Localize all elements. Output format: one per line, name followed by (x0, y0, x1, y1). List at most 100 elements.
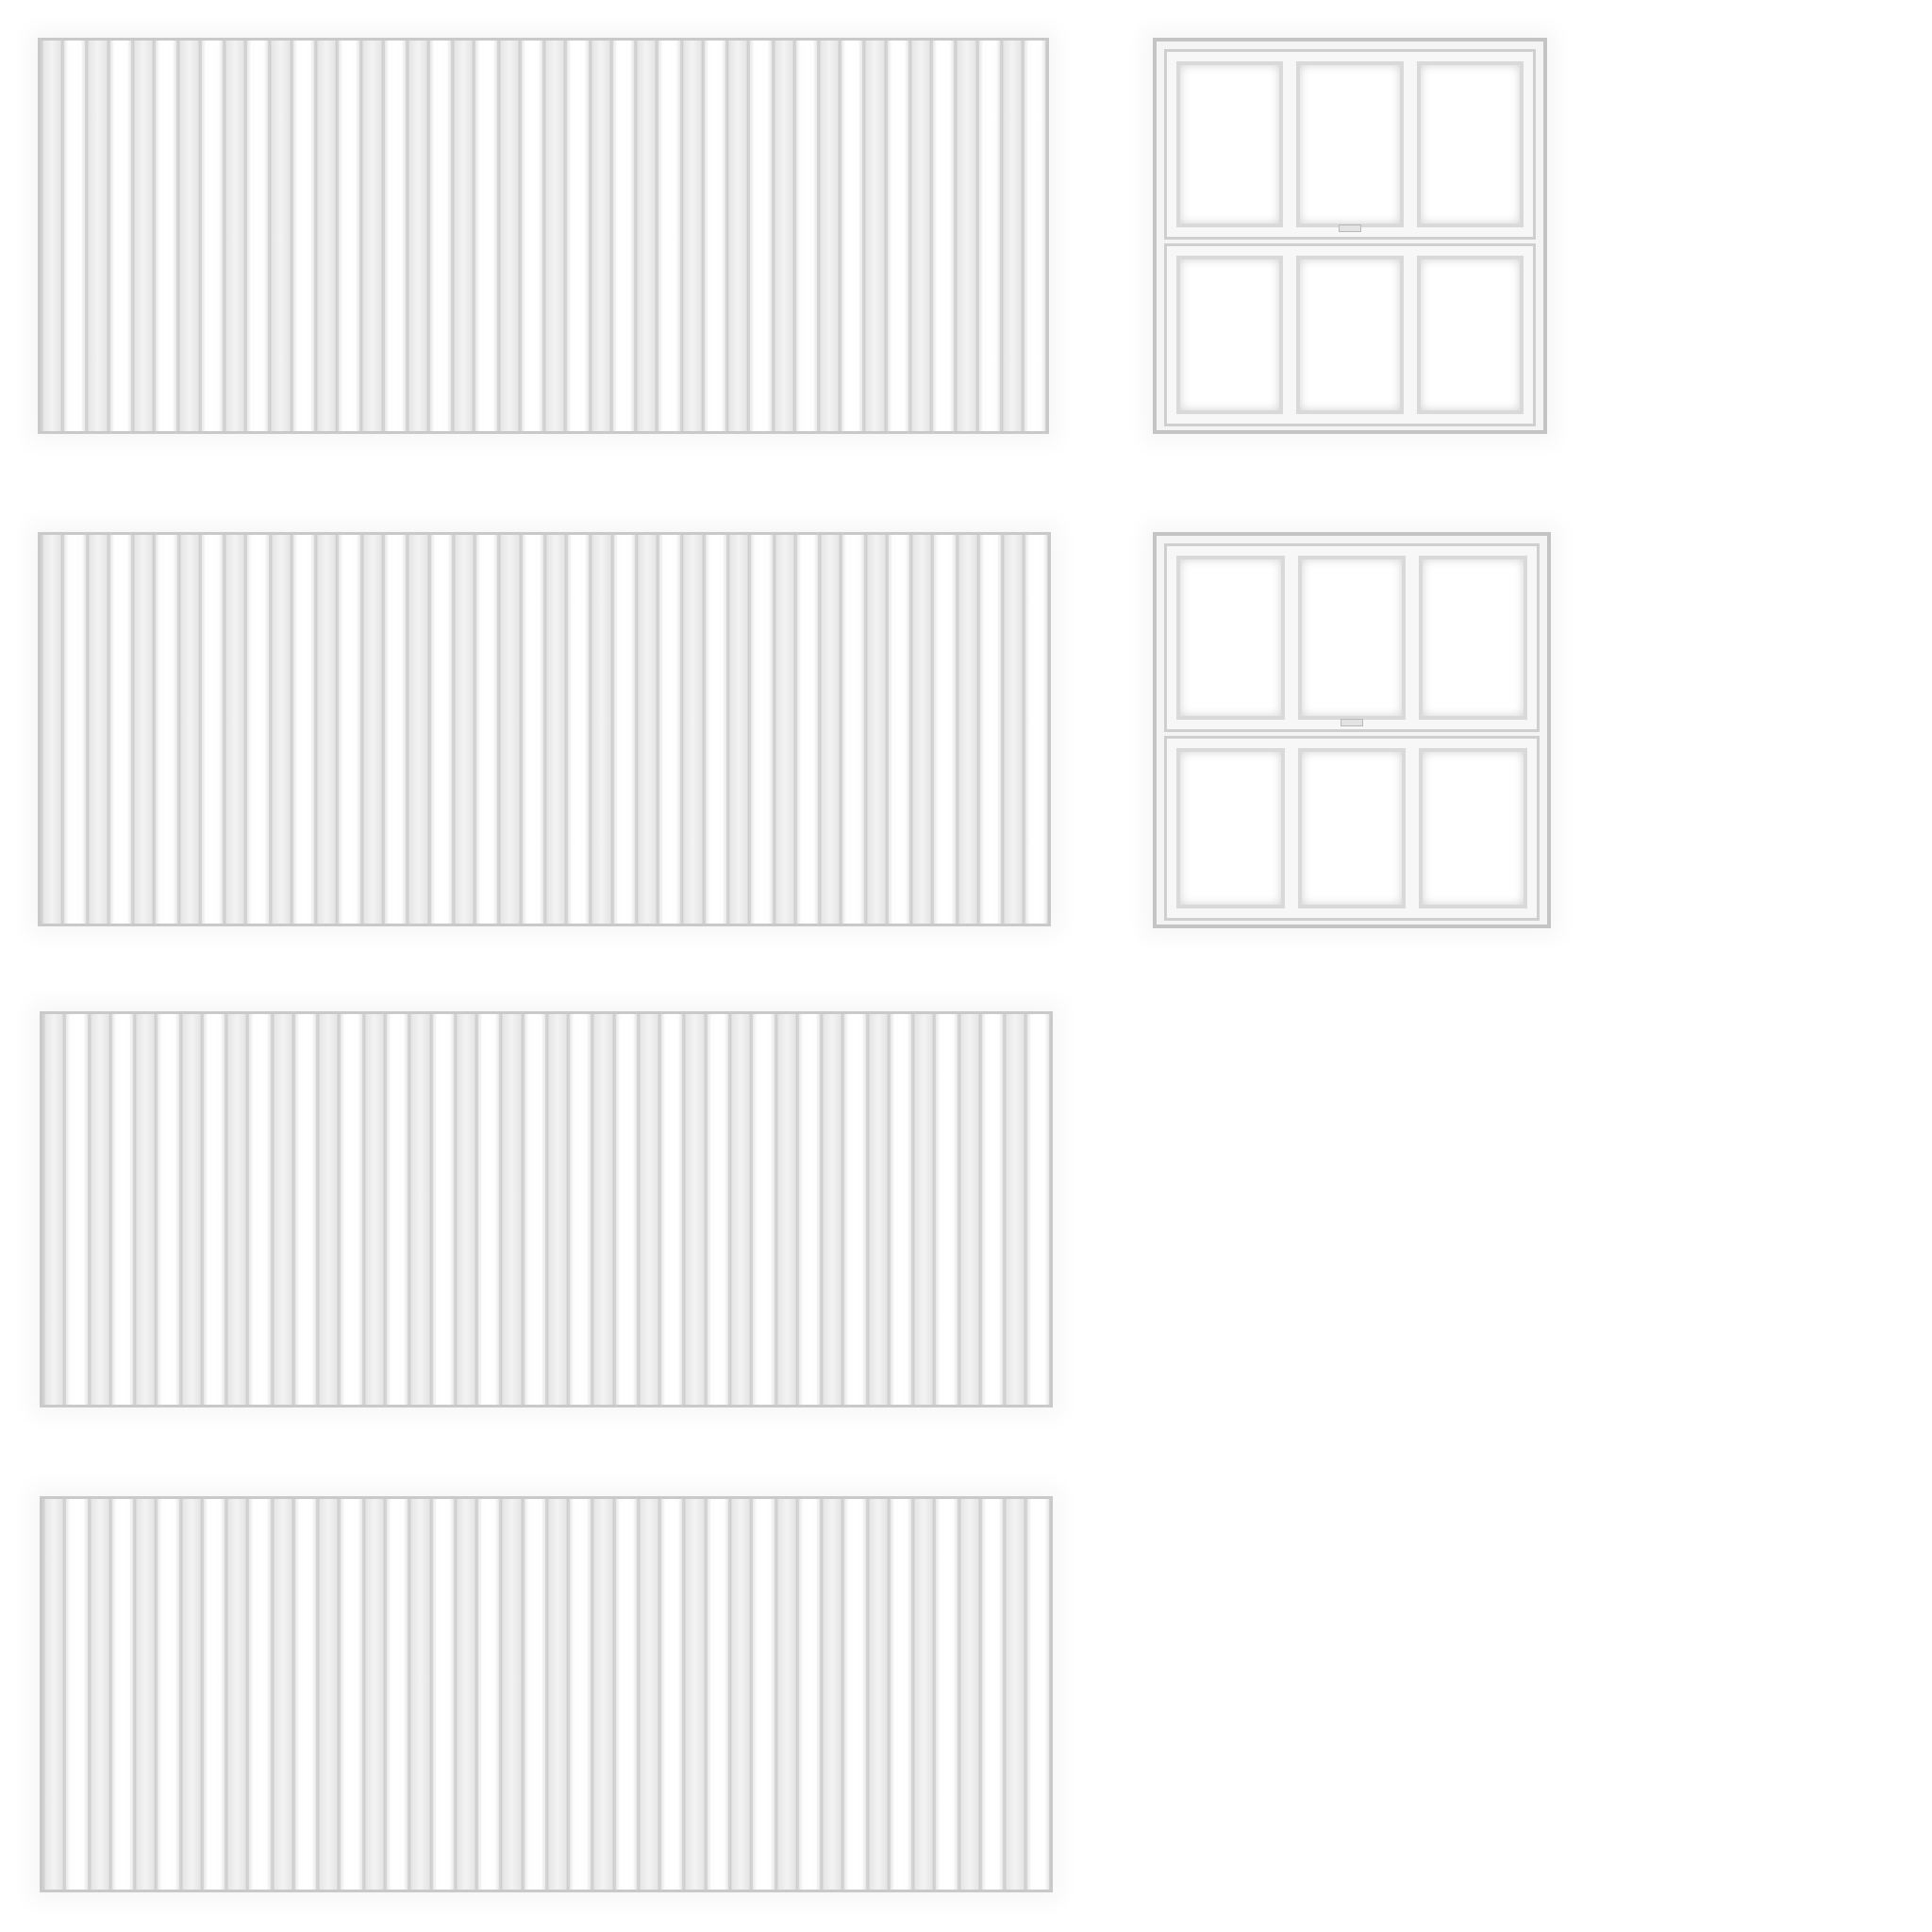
slat (589, 41, 612, 431)
slat (1024, 41, 1047, 431)
slatted-panel-3 (40, 1011, 1053, 1407)
glass-pane (1419, 748, 1528, 908)
glass-pane (1176, 256, 1284, 414)
slat (819, 535, 842, 924)
slat (569, 1014, 592, 1405)
slat (797, 1499, 822, 1890)
slat (658, 41, 681, 431)
slat (110, 1499, 135, 1890)
sash-lock-icon (1341, 719, 1363, 726)
slat (1004, 1499, 1027, 1890)
slat (293, 1499, 318, 1890)
slat (1000, 41, 1024, 431)
slat (841, 535, 865, 924)
slat (933, 535, 957, 924)
slat (63, 535, 87, 924)
slat (886, 41, 909, 431)
slat (772, 41, 795, 431)
slat (475, 535, 499, 924)
slat (521, 535, 544, 924)
slat (683, 1014, 707, 1405)
slat (567, 535, 591, 924)
slat (431, 1499, 455, 1890)
slat (429, 535, 453, 924)
slat (774, 1014, 798, 1405)
slat (980, 1014, 1005, 1405)
slat (569, 1499, 592, 1890)
slat (864, 535, 888, 924)
slat (545, 1499, 570, 1890)
slat (177, 41, 201, 431)
slat (910, 535, 934, 924)
slat (955, 41, 978, 431)
slat (817, 41, 841, 431)
slat (637, 1499, 661, 1890)
slat (383, 535, 408, 924)
slat (362, 1499, 386, 1890)
slat (704, 535, 727, 924)
slat (728, 1499, 753, 1890)
slats (41, 41, 1047, 431)
slat (520, 41, 544, 431)
slat (108, 41, 132, 431)
slat (660, 1499, 684, 1890)
glass-pane (1297, 556, 1407, 720)
slat (86, 535, 109, 924)
slat (635, 535, 659, 924)
slat (1026, 1014, 1050, 1405)
slat (866, 1499, 890, 1890)
slat (475, 41, 498, 431)
slat (1004, 1014, 1027, 1405)
slat (590, 535, 613, 924)
slat (179, 1499, 203, 1890)
lower-sash (1164, 243, 1536, 426)
slat (821, 1014, 844, 1405)
slat (660, 1014, 684, 1405)
slat (637, 1014, 661, 1405)
slat (477, 1499, 501, 1890)
slat (317, 1499, 341, 1890)
slat (202, 1499, 226, 1890)
slat (932, 41, 956, 431)
slat (977, 41, 1001, 431)
slat (269, 41, 292, 431)
slats (42, 1014, 1050, 1405)
slat (566, 41, 590, 431)
slat (500, 1014, 524, 1405)
glass-pane (1176, 61, 1284, 227)
glass-pane (1176, 556, 1285, 720)
slat (179, 1014, 203, 1405)
slat (157, 1014, 180, 1405)
slat (88, 1014, 111, 1405)
slat (752, 1014, 775, 1405)
glass-pane (1176, 748, 1285, 908)
slat (293, 1014, 318, 1405)
slat (224, 535, 247, 924)
slat (658, 535, 682, 924)
slat (340, 1014, 363, 1405)
slat (338, 535, 361, 924)
slat (63, 41, 87, 431)
slat (683, 1499, 707, 1890)
lower-sash (1164, 736, 1540, 921)
window-2 (1153, 532, 1551, 928)
slat (794, 41, 818, 431)
slat (726, 41, 750, 431)
glass-pane (1296, 61, 1404, 227)
slat (291, 41, 315, 431)
slat (843, 1499, 867, 1890)
slat (110, 1014, 135, 1405)
slat (200, 535, 225, 924)
upper-sash (1164, 49, 1536, 240)
slat (908, 41, 933, 431)
slat (269, 535, 292, 924)
slat (545, 1014, 570, 1405)
slat (132, 535, 156, 924)
slat (65, 1499, 89, 1890)
slat (887, 535, 911, 924)
slat (134, 1014, 158, 1405)
slat (340, 1499, 363, 1890)
slat (155, 41, 178, 431)
slatted-panel-1 (38, 38, 1049, 434)
slat (773, 535, 796, 924)
